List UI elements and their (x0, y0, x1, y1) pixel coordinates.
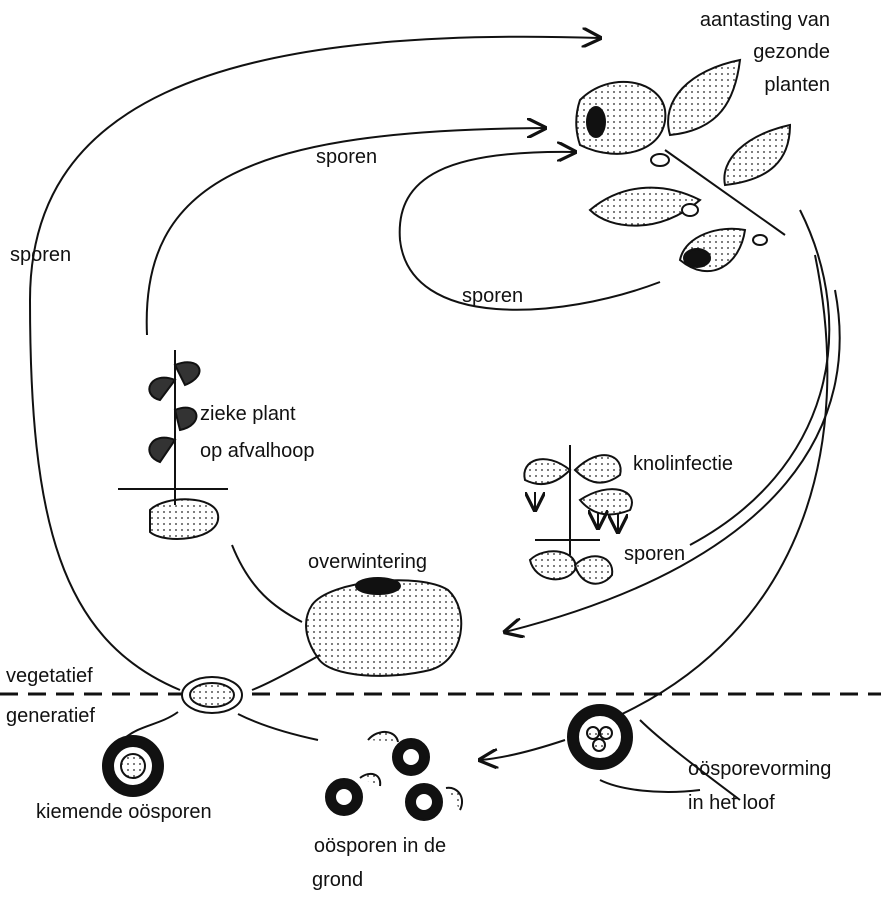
label-vegetative: vegetatief (6, 664, 93, 688)
arrow-oospore-formation-to-soil (480, 740, 565, 760)
label-oospores-soil-line2: grond (300, 868, 392, 892)
label-oospores-soil-line1: oösporen in de (300, 834, 460, 858)
tuber-infection-plant (524, 445, 632, 584)
label-healthy-plants-line3: planten (640, 73, 830, 97)
arrow-overwintering-to-germinating (252, 655, 320, 690)
label-overwintering: overwintering (308, 550, 427, 574)
arrow-healthy-to-oospore-formation (620, 255, 827, 715)
overwintering-tuber (306, 578, 461, 676)
label-healthy-plants-line1: aantasting van (640, 8, 830, 32)
label-germinating-oospore: kiemende oösporen (36, 800, 212, 824)
arrow-oospore-to-healthy-plants (30, 37, 600, 690)
label-healthy-plants-line2: gezonde (640, 40, 830, 64)
label-sick-plant-line1: zieke plant (200, 402, 296, 426)
label-spores-top: sporen (316, 145, 377, 169)
oospores-in-soil (326, 732, 462, 820)
label-oospore-formation-line1: oösporevorming (688, 757, 831, 781)
label-tuber-infection: knolinfectie (633, 452, 733, 476)
label-spores-tuber: sporen (624, 542, 685, 566)
label-generative: generatief (6, 704, 95, 728)
label-spores-inner: sporen (462, 284, 523, 308)
arrow-leaf-reinfection-loop (400, 152, 660, 310)
arrow-germinating-to-oospores-soil (238, 714, 318, 740)
label-spores-left: sporen (10, 243, 71, 267)
germinating-oospore (103, 712, 178, 796)
germinating-oospore-on-divider (182, 677, 242, 713)
label-sick-plant-line2: op afvalhoop (200, 439, 315, 463)
label-oospore-formation-line2: in het loof (688, 791, 775, 815)
oospore-formation-in-foliage (568, 705, 740, 800)
arrow-sick-plant-to-overwintering (232, 545, 302, 622)
